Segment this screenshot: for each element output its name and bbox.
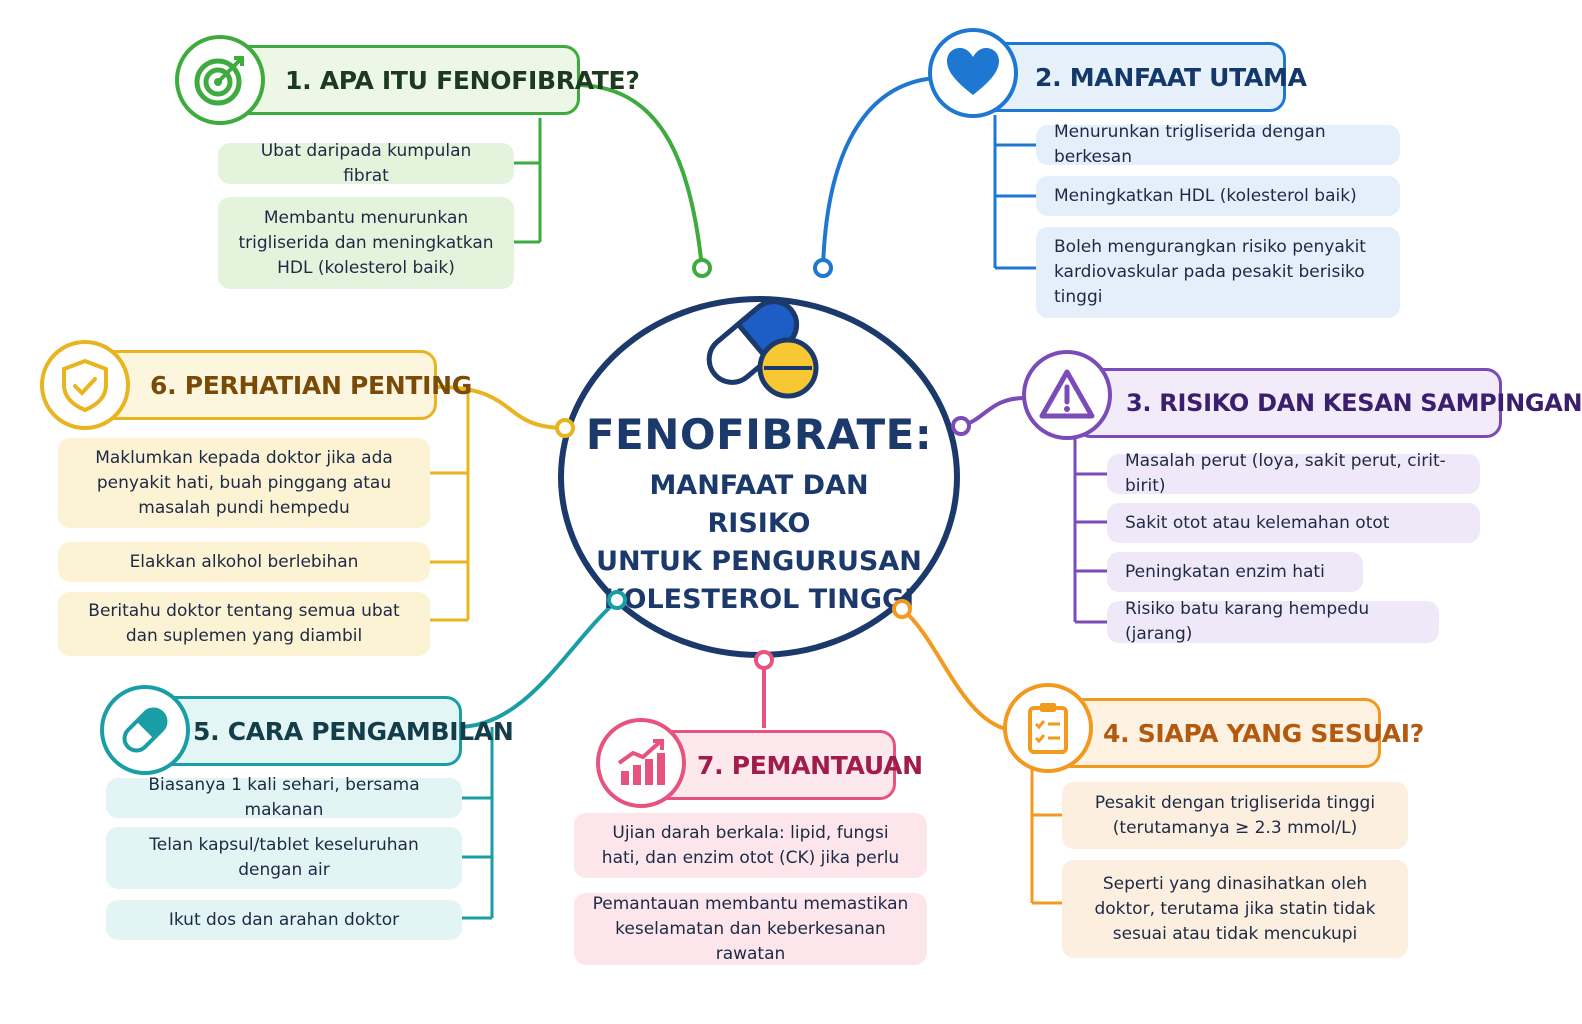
section-5-item-1: Biasanya 1 kali sehari, bersama makanan — [106, 775, 462, 820]
clipboard-icon — [1028, 703, 1068, 754]
node-dot-s1 — [692, 258, 712, 278]
section-5-item-3: Ikut dos dan arahan doktor — [106, 900, 462, 940]
section-7-item-1: Ujian darah berkala: lipid, fungsi hati,… — [574, 813, 927, 878]
hub-subtitle: MANFAAT DAN RISIKO UNTUK PENGURUSAN KOLE… — [596, 470, 922, 615]
hub-title: FENOFIBRATE: — [585, 410, 933, 459]
section-5-header: 5. CARA PENGAMBILAN — [150, 696, 514, 766]
warning-icon — [1039, 369, 1095, 419]
central-hub: FENOFIBRATE: MANFAAT DAN RISIKO UNTUK PE… — [558, 296, 960, 658]
section-4-item-1: Pesakit dengan trigliserida tinggi (teru… — [1062, 782, 1408, 849]
section-3-header: 3. RISIKO DAN KESAN SAMPINGAN — [1075, 368, 1582, 438]
section-3-badge — [1022, 350, 1112, 440]
section-1-header: 1. APA ITU FENOFIBRATE? — [220, 45, 640, 115]
section-2-header: 2. MANFAAT UTAMA — [978, 42, 1307, 112]
section-2-badge — [928, 28, 1018, 118]
section-2-item-2: Meningkatkan HDL (kolesterol baik) — [1036, 176, 1400, 216]
section-1-title: 1. APA ITU FENOFIBRATE? — [285, 65, 640, 95]
section-4-header: 4. SIAPA YANG SESUAI? — [1055, 698, 1424, 768]
node-dot-s3 — [951, 416, 971, 436]
section-5-badge — [100, 685, 190, 775]
section-3-item-4: Risiko batu karang hempedu (jarang) — [1107, 599, 1439, 644]
section-7-title: 7. PEMANTAUAN — [697, 750, 923, 780]
connector-lines — [430, 76, 1107, 920]
section-3-item-1: Masalah perut (loya, sakit perut, cirit-… — [1107, 451, 1480, 496]
section-2-title: 2. MANFAAT UTAMA — [1035, 62, 1307, 92]
section-4-title: 4. SIAPA YANG SESUAI? — [1103, 718, 1425, 748]
node-dot-s2 — [813, 258, 833, 278]
node-dot-s6 — [555, 418, 575, 438]
section-5-title: 5. CARA PENGAMBILAN — [193, 716, 514, 746]
chart-up-icon — [617, 739, 665, 785]
node-dot-s7 — [754, 650, 774, 670]
section-6-item-2: Elakkan alkohol berlebihan — [58, 542, 430, 582]
section-3-title: 3. RISIKO DAN KESAN SAMPINGAN — [1126, 389, 1582, 417]
section-4-item-2: Seperti yang dinasihatkan oleh doktor, t… — [1062, 860, 1408, 958]
section-2-item-3: Boleh mengurangkan risiko penyakit kardi… — [1036, 227, 1400, 318]
section-6-header: 6. PERHATIAN PENTING — [92, 350, 472, 420]
section-7-header: 7. PEMANTAUAN — [640, 730, 923, 800]
target-icon — [194, 56, 244, 106]
node-dot-s4 — [892, 599, 912, 619]
section-6-item-3: Beritahu doktor tentang semua ubat dan s… — [58, 592, 430, 656]
section-6-item-1: Maklumkan kepada doktor jika ada penyaki… — [58, 438, 430, 528]
section-7-item-2: Pemantauan membantu memastikan keselamat… — [574, 893, 927, 965]
section-4-badge — [1003, 683, 1093, 773]
section-7-badge — [596, 718, 686, 808]
shield-check-icon — [62, 358, 108, 413]
medicine-pills-icon — [706, 299, 819, 399]
section-6-badge — [40, 340, 130, 430]
section-1-item-2: Membantu menurunkan trigliserida dan men… — [218, 197, 514, 289]
section-2-item-1: Menurunkan trigliserida dengan berkesan — [1036, 122, 1400, 167]
section-1-badge — [175, 35, 265, 125]
section-1-item-1: Ubat daripada kumpulan fibrat — [218, 141, 514, 186]
node-dot-s5 — [607, 590, 627, 610]
section-6-title: 6. PERHATIAN PENTING — [150, 370, 473, 400]
heart-icon — [947, 48, 999, 95]
capsule-icon — [122, 707, 168, 753]
section-3-item-2: Sakit otot atau kelemahan otot — [1107, 503, 1480, 543]
section-5-item-2: Telan kapsul/tablet keseluruhan dengan a… — [106, 827, 462, 889]
section-3-item-3: Peningkatan enzim hati — [1107, 552, 1363, 592]
